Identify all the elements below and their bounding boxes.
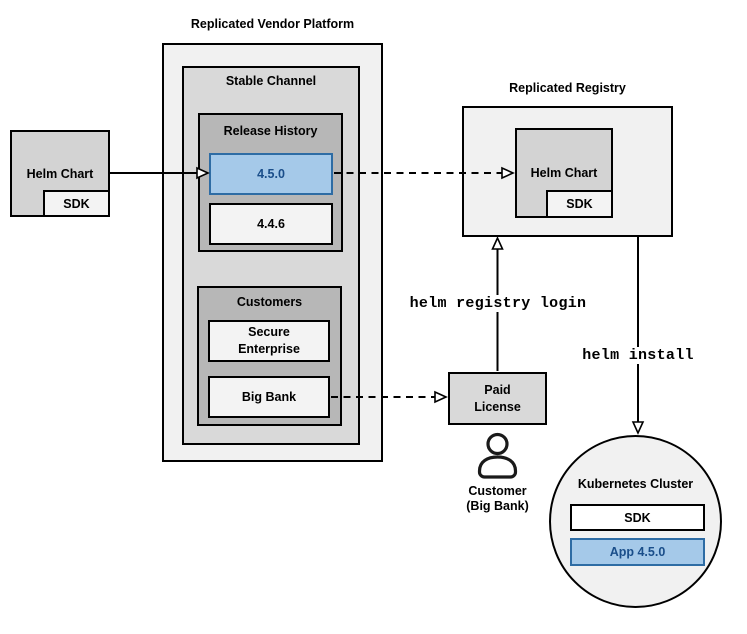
registry-sdk-box: SDK: [546, 190, 613, 218]
release-item-450: 4.5.0: [209, 153, 333, 195]
release-history-title: Release History: [223, 124, 318, 138]
vendor-platform-title: Replicated Vendor Platform: [190, 17, 355, 31]
source-sdk-box: SDK: [43, 190, 110, 217]
paid-license-box: Paid License: [448, 372, 547, 425]
helm-registry-login-command: helm registry login: [402, 295, 594, 312]
registry-title: Replicated Registry: [509, 81, 626, 95]
kubernetes-cluster-title: Kubernetes Cluster: [577, 477, 694, 491]
person-icon: [477, 432, 518, 479]
registry-helm-chart-label: Helm Chart: [530, 166, 598, 180]
arrow-registry-to-cluster: [631, 237, 645, 435]
stable-channel-title: Stable Channel: [225, 74, 317, 88]
cluster-sdk-box: SDK: [570, 504, 705, 531]
cluster-app-label: App 4.5.0: [609, 545, 666, 559]
customer-caption-line1: Customer: [468, 484, 527, 498]
source-sdk-label: SDK: [63, 196, 90, 211]
source-helm-chart-label: Helm Chart: [26, 166, 94, 181]
customers-title: Customers: [236, 295, 303, 309]
release-446-label: 4.4.6: [257, 217, 285, 231]
cluster-app-box: App 4.5.0: [570, 538, 705, 566]
release-item-446: 4.4.6: [209, 203, 333, 245]
release-450-label: 4.5.0: [257, 167, 285, 181]
helm-install-command: helm install: [578, 347, 698, 364]
cluster-sdk-label: SDK: [624, 510, 651, 525]
big-bank-label: Big Bank: [241, 390, 297, 404]
secure-enterprise-label: Secure Enterprise: [238, 325, 300, 356]
customer-caption: Customer (Big Bank): [447, 484, 548, 513]
customer-item-big-bank: Big Bank: [208, 376, 330, 418]
paid-license-label: Paid License: [474, 382, 521, 414]
customer-caption-line2: (Big Bank): [466, 498, 529, 513]
registry-sdk-label: SDK: [566, 197, 593, 211]
customer-item-secure-enterprise: Secure Enterprise: [208, 320, 330, 362]
